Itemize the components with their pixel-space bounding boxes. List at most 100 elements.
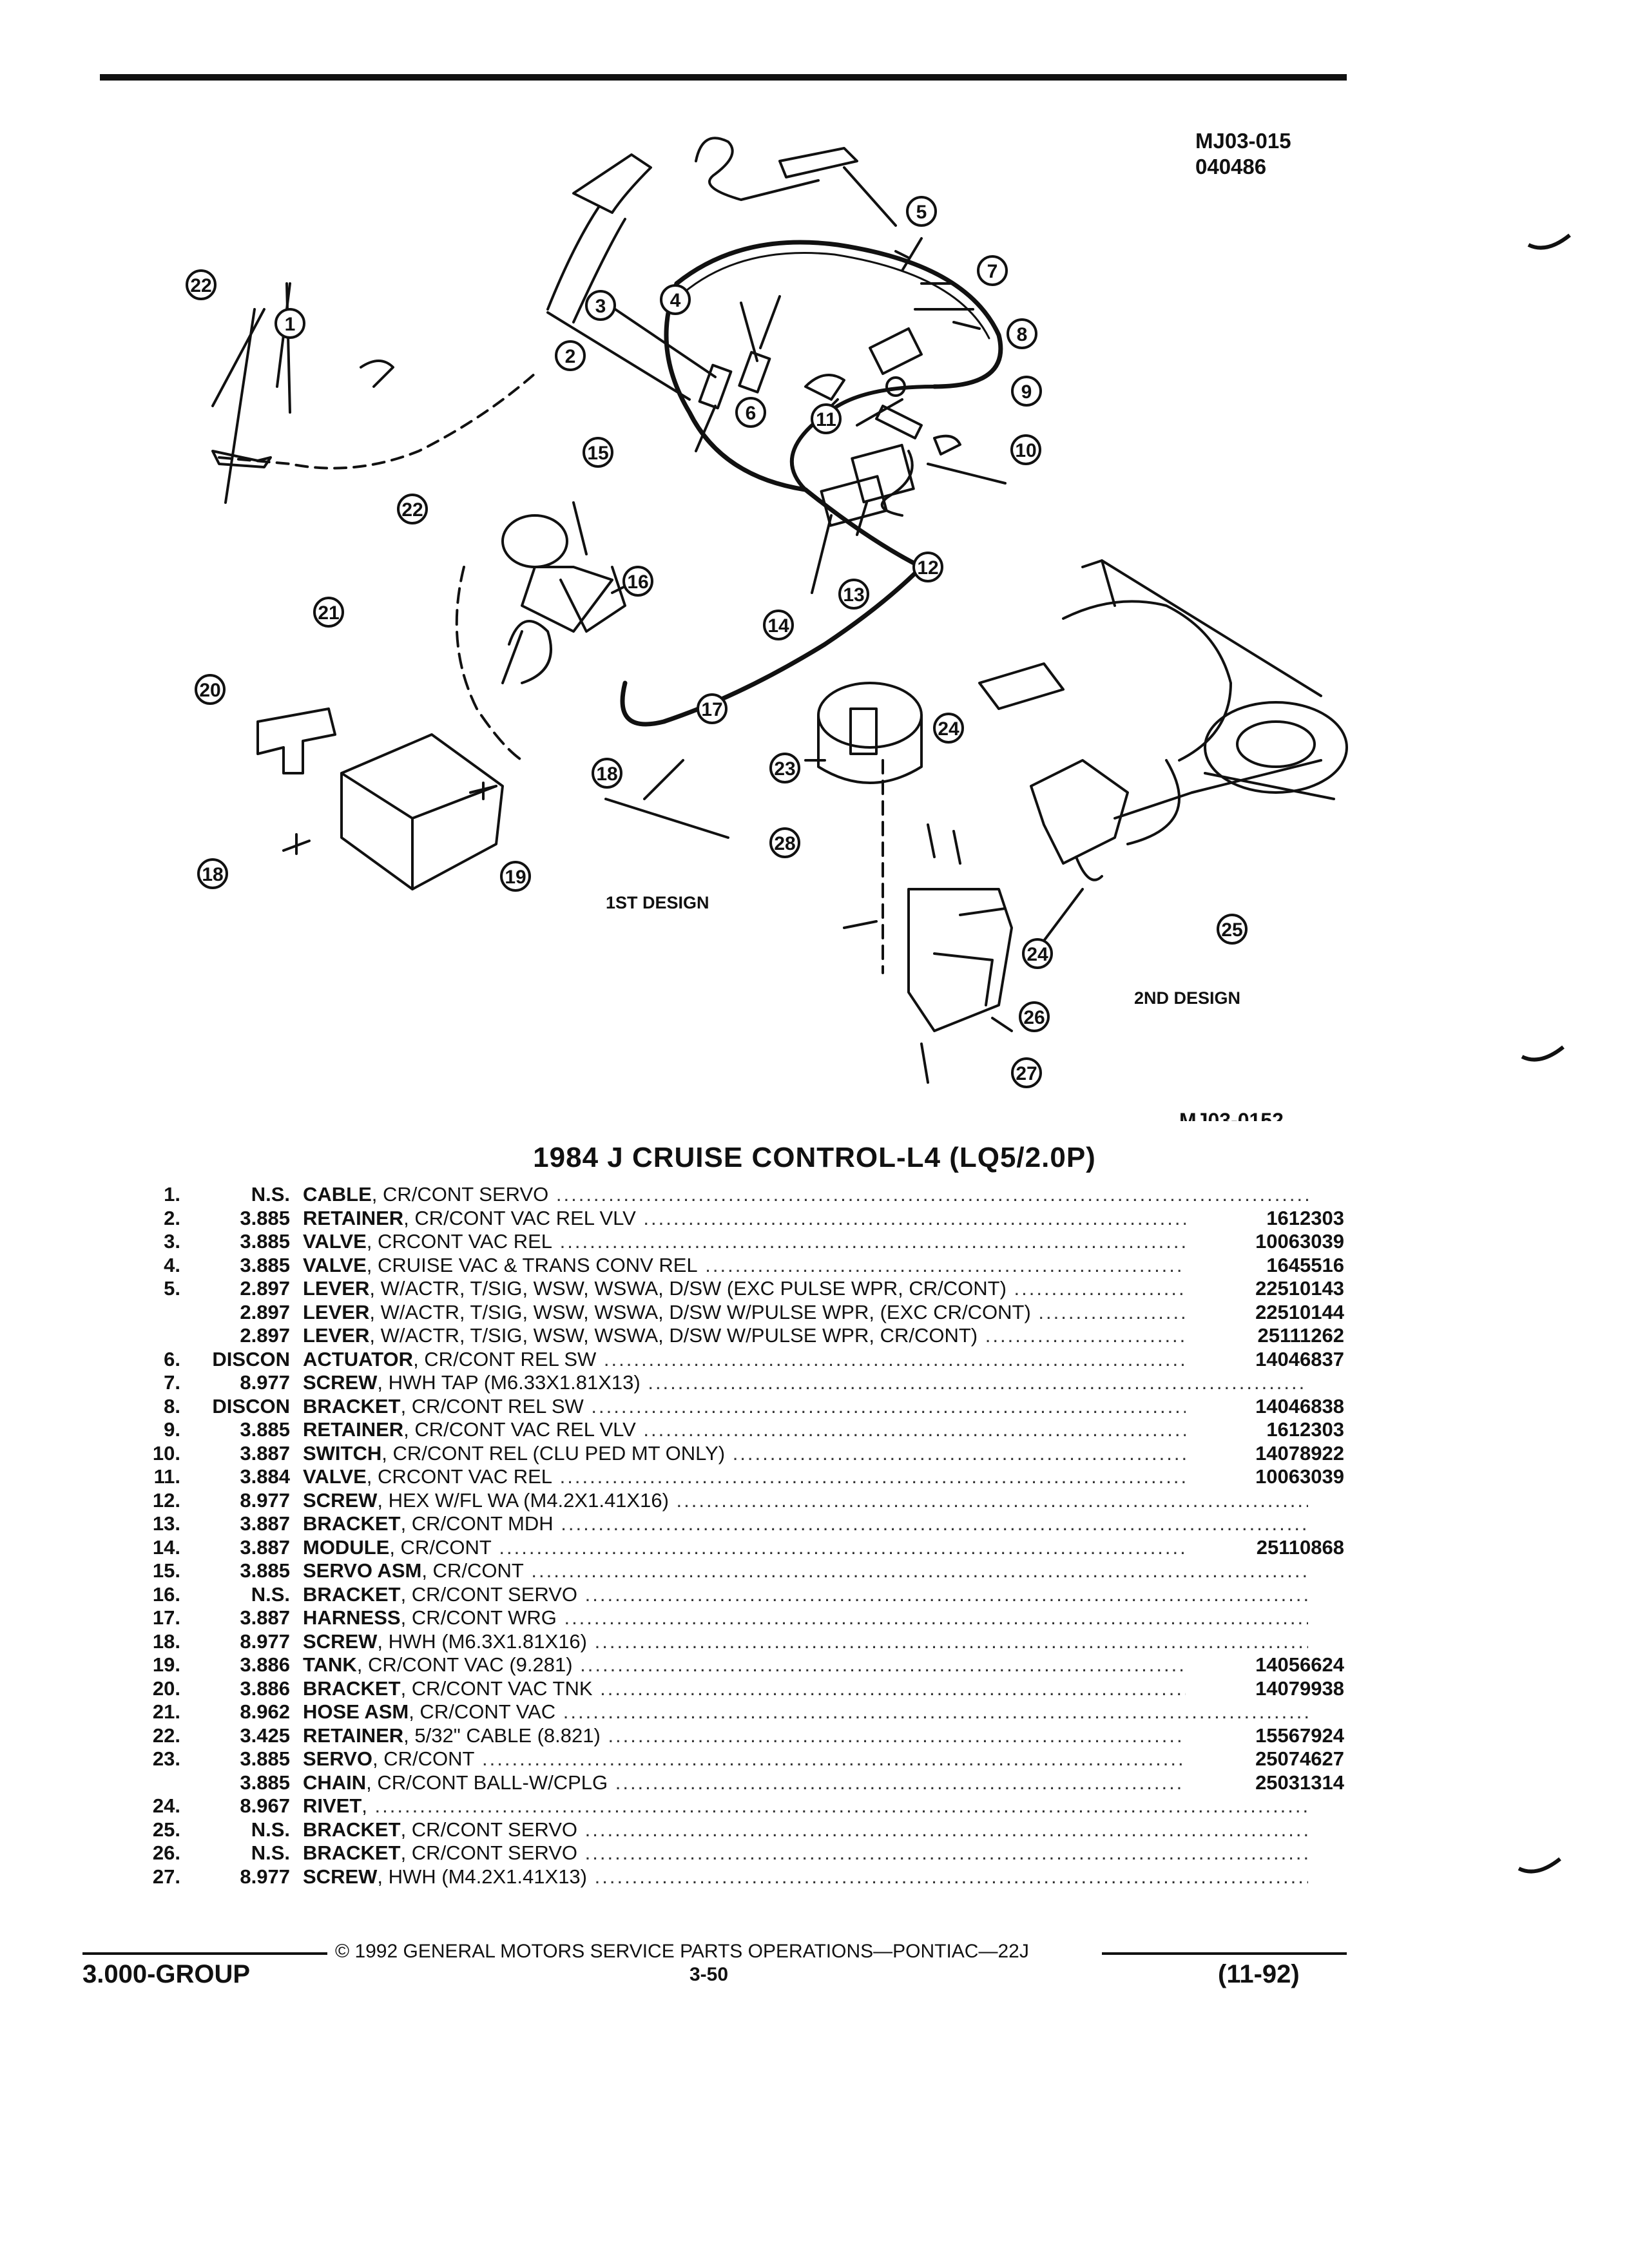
part-number: 14079938	[1186, 1677, 1344, 1700]
part-number: 14046837	[1186, 1347, 1344, 1371]
part-number: 25074627	[1186, 1747, 1344, 1771]
item-number: 8.	[164, 1394, 180, 1418]
part-description: SERVO, CR/CONT .........................…	[303, 1747, 1308, 1771]
item-number: 20.	[152, 1677, 180, 1700]
part-description: RIVET, .................................…	[303, 1794, 1308, 1818]
callout-13: 13	[838, 579, 869, 610]
svg-text:26: 26	[1023, 1007, 1045, 1028]
footer-date: (11-92)	[1218, 1960, 1300, 1988]
part-description: RETAINER, 5/32" CABLE (8.821) ..........…	[303, 1724, 1308, 1747]
part-spec: , CR/CONT VAC REL VLV	[403, 1206, 636, 1229]
part-spec: , CR/CONT SERVO	[400, 1582, 578, 1606]
part-spec: , HWH (M6.3X1.81X16)	[377, 1629, 587, 1653]
part-name: LEVER	[303, 1277, 370, 1300]
part-name: RETAINER	[303, 1418, 404, 1441]
item-number: 19.	[152, 1653, 180, 1676]
part-description: SERVO ASM, CR/CONT .....................…	[303, 1559, 1308, 1582]
parts-row: 16.N.S.BRACKET, CR/CONT SERVO ..........…	[129, 1583, 1353, 1607]
callout-23: 23	[769, 753, 800, 783]
part-description: RETAINER, CR/CONT VAC REL VLV ..........…	[303, 1207, 1308, 1230]
group-code: 3.887	[240, 1441, 290, 1465]
part-description: BRACKET, CR/CONT SERVO .................…	[303, 1818, 1308, 1841]
footer-rule-left	[82, 1952, 327, 1955]
part-spec: , CR/CONT SERVO	[400, 1841, 578, 1864]
part-name: SERVO ASM	[303, 1559, 422, 1582]
footer-rule-right	[1102, 1952, 1347, 1955]
callout-22-mid: 22	[397, 494, 428, 524]
group-code: 3.887	[240, 1535, 290, 1559]
callout-6: 6	[735, 397, 766, 428]
group-code: 3.885	[240, 1559, 290, 1582]
leader-dots: ........................................…	[561, 1512, 1308, 1535]
part-name: BRACKET	[303, 1394, 401, 1418]
part-description: HOSE ASM, CR/CONT VAC ..................…	[303, 1700, 1308, 1724]
diagram-ref-top-1: MJ03-015	[1195, 129, 1291, 153]
callout-19: 19	[500, 861, 531, 892]
svg-text:2: 2	[565, 346, 576, 367]
svg-text:22: 22	[190, 275, 211, 296]
group-code: 3.886	[240, 1653, 290, 1676]
leader-dots: ........................................…	[563, 1700, 1308, 1723]
part-number: 10063039	[1186, 1230, 1344, 1253]
part-name: SCREW	[303, 1629, 378, 1653]
part-number: 22510144	[1186, 1300, 1344, 1324]
item-number: 10.	[152, 1441, 180, 1465]
item-number: 4.	[164, 1253, 180, 1276]
item-number: 2.	[164, 1206, 180, 1229]
part-spec: , CR/CONT BALL-W/CPLG	[366, 1771, 608, 1794]
callout-15: 15	[583, 437, 613, 468]
item-number: 23.	[152, 1747, 180, 1770]
part-spec: , CR/CONT VAC	[409, 1700, 556, 1723]
item-number: 15.	[152, 1559, 180, 1582]
diagram-ref-top-2: 040486	[1195, 155, 1266, 178]
part-name: LEVER	[303, 1300, 370, 1323]
svg-text:16: 16	[627, 572, 648, 593]
part-spec: , CR/CONT VAC (9.281)	[356, 1653, 573, 1676]
callout-10: 10	[1010, 434, 1041, 465]
footer-group: 3.000-GROUP	[82, 1960, 251, 1988]
part-description: SCREW, HWH TAP (M6.33X1.81X13) .........…	[303, 1371, 1308, 1394]
svg-text:20: 20	[199, 680, 220, 701]
part-description: ACTUATOR, CR/CONT REL SW ...............…	[303, 1348, 1308, 1371]
item-number: 3.	[164, 1230, 180, 1253]
svg-text:1: 1	[285, 314, 296, 335]
svg-text:22: 22	[401, 499, 423, 521]
item-number: 21.	[152, 1700, 180, 1723]
group-code: 2.897	[240, 1324, 290, 1347]
part-description: TANK, CR/CONT VAC (9.281) ..............…	[303, 1653, 1308, 1677]
part-description: SWITCH, CR/CONT REL (CLU PED MT ONLY) ..…	[303, 1442, 1308, 1465]
part-spec: , HEX W/FL WA (M4.2X1.41X16)	[377, 1488, 669, 1512]
callout-14: 14	[763, 610, 794, 640]
part-number: 1612303	[1186, 1206, 1344, 1230]
parts-row: 19. 3.886 TANK, CR/CONT VAC (9.281) ......…	[129, 1653, 1353, 1677]
group-code: DISCON	[212, 1347, 290, 1370]
margin-mark-3	[1518, 1857, 1561, 1874]
group-code: N.S.	[251, 1183, 290, 1206]
part-description: BRACKET, CR/CONT VAC TNK ...............…	[303, 1677, 1308, 1700]
part-number: 25111262	[1186, 1324, 1344, 1347]
part-description: BRACKET, CR/CONT SERVO .................…	[303, 1583, 1308, 1606]
callout-18-left: 18	[197, 858, 228, 889]
callout-22-top: 22	[186, 269, 217, 300]
part-number: 14078922	[1186, 1441, 1344, 1465]
group-code: 3.887	[240, 1606, 290, 1629]
part-name: SCREW	[303, 1865, 378, 1888]
part-name: VALVE	[303, 1230, 367, 1253]
part-spec: , CR/CONT	[389, 1535, 492, 1559]
svg-text:18: 18	[596, 764, 617, 785]
part-name: RETAINER	[303, 1724, 404, 1747]
parts-list: 1.N.S.CABLE, CR/CONT SERVO .............…	[129, 1183, 1353, 1888]
part-description: LEVER, W/ACTR, T/SIG, WSW, WSWA, D/SW (E…	[303, 1277, 1308, 1300]
svg-text:13: 13	[843, 584, 864, 606]
item-number: 5.	[164, 1277, 180, 1300]
part-description: CHAIN, CR/CONT BALL-W/CPLG .............…	[303, 1771, 1308, 1794]
svg-text:7: 7	[987, 261, 998, 282]
